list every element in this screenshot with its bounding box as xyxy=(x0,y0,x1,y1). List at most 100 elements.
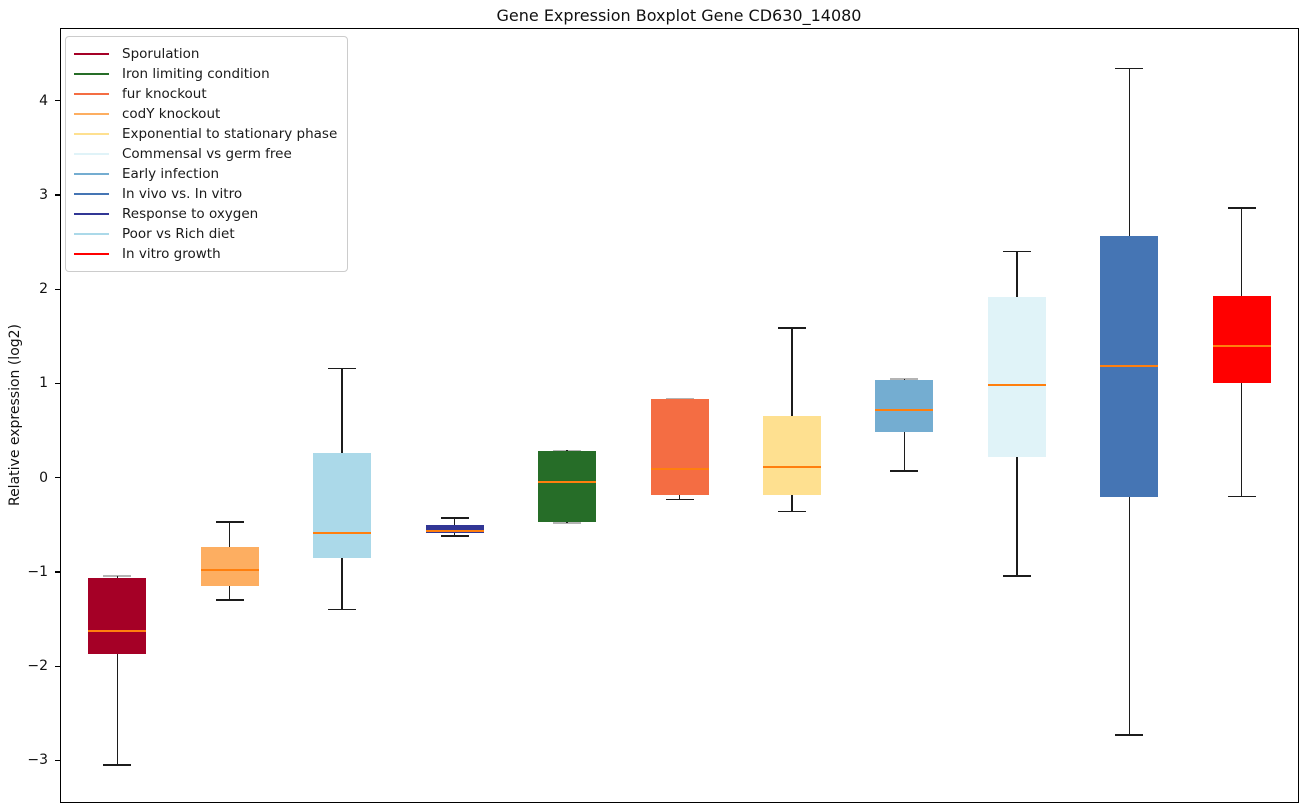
y-tick-mark xyxy=(55,571,60,573)
median-poor-vs-rich-diet xyxy=(313,532,372,535)
legend-label: Exponential to stationary phase xyxy=(122,126,338,142)
y-tick-label: 0 xyxy=(39,469,48,486)
y-tick-label: −2 xyxy=(27,658,48,675)
cap-lower-commensal-vs-germ-free xyxy=(1002,574,1031,577)
box-iron-limiting-condition xyxy=(538,451,597,522)
whisker-upper-commensal-vs-germ-free xyxy=(1016,251,1018,297)
legend-swatch xyxy=(74,72,109,76)
box-commensal-vs-germ-free xyxy=(987,296,1046,457)
legend-swatch xyxy=(74,132,109,136)
whisker-lower-early-infection xyxy=(903,432,906,472)
legend-item: Exponential to stationary phase xyxy=(74,124,337,144)
cap-lower-poor-vs-rich-diet xyxy=(328,608,357,611)
whisker-lower-exponential-to-stationary-phase xyxy=(791,494,793,512)
cap-lower-sporulation xyxy=(103,764,132,767)
whisker-lower-iron-limiting-condition xyxy=(566,522,568,523)
y-tick-label: 1 xyxy=(39,375,48,392)
y-tick-mark xyxy=(55,194,60,196)
whisker-lower-in-vivo-vs-in-vitro xyxy=(1128,496,1130,736)
median-iron-limiting-condition xyxy=(538,481,597,484)
legend-swatch xyxy=(74,152,109,156)
y-tick-label: 4 xyxy=(39,92,48,109)
cap-upper-cody-knockout xyxy=(215,521,244,523)
cap-upper-early-infection xyxy=(890,377,919,380)
legend-swatch xyxy=(74,192,109,196)
whisker-lower-poor-vs-rich-diet xyxy=(341,557,343,610)
legend-item: In vitro growth xyxy=(74,244,337,264)
y-tick-mark xyxy=(55,288,60,290)
box-exponential-to-stationary-phase xyxy=(762,416,821,495)
whisker-lower-cody-knockout xyxy=(229,586,231,601)
legend-label: Sporulation xyxy=(122,46,200,62)
cap-upper-exponential-to-stationary-phase xyxy=(777,327,806,329)
y-tick-label: −3 xyxy=(27,752,48,769)
legend-item: codY knockout xyxy=(74,104,337,124)
cap-upper-response-to-oxygen xyxy=(440,517,469,520)
cap-lower-fur-knockout xyxy=(665,498,694,501)
legend-swatch xyxy=(74,232,109,236)
whisker-upper-early-infection xyxy=(903,378,906,380)
legend-item: In vivo vs. In vitro xyxy=(74,184,337,204)
legend-item: Iron limiting condition xyxy=(74,64,337,84)
cap-upper-sporulation xyxy=(103,574,132,577)
legend-swatch xyxy=(74,252,109,256)
whisker-upper-poor-vs-rich-diet xyxy=(341,368,343,454)
median-exponential-to-stationary-phase xyxy=(762,466,821,469)
legend-item: fur knockout xyxy=(74,84,337,104)
legend-swatch xyxy=(74,52,109,56)
median-in-vivo-vs-in-vitro xyxy=(1100,365,1159,368)
median-early-infection xyxy=(875,408,934,411)
median-fur-knockout xyxy=(650,468,709,471)
cap-lower-cody-knockout xyxy=(215,599,244,602)
cap-lower-in-vitro-growth xyxy=(1227,495,1256,498)
legend-label: Early infection xyxy=(122,166,220,182)
whisker-lower-response-to-oxygen xyxy=(453,533,456,537)
legend-swatch xyxy=(74,112,109,116)
legend-label: Commensal vs germ free xyxy=(122,146,292,162)
legend-item: Commensal vs germ free xyxy=(74,144,337,164)
whisker-upper-cody-knockout xyxy=(229,522,231,547)
y-tick-mark xyxy=(55,100,60,102)
y-tick-label: −1 xyxy=(27,563,48,580)
whisker-upper-fur-knockout xyxy=(678,398,681,400)
whisker-upper-response-to-oxygen xyxy=(453,518,456,525)
cap-lower-response-to-oxygen xyxy=(440,535,469,537)
cap-upper-commensal-vs-germ-free xyxy=(1002,250,1031,253)
legend-swatch xyxy=(74,212,109,216)
y-tick-label: 2 xyxy=(39,281,48,298)
cap-upper-fur-knockout xyxy=(665,397,694,400)
whisker-lower-commensal-vs-germ-free xyxy=(1016,456,1018,576)
legend-item: Sporulation xyxy=(74,44,337,64)
whisker-upper-sporulation xyxy=(116,575,118,578)
y-tick-mark xyxy=(55,382,60,385)
cap-lower-iron-limiting-condition xyxy=(553,522,582,524)
whisker-lower-fur-knockout xyxy=(678,494,681,500)
whisker-upper-exponential-to-stationary-phase xyxy=(791,327,793,417)
legend-item: Response to oxygen xyxy=(74,204,337,224)
whisker-lower-sporulation xyxy=(116,653,118,766)
box-poor-vs-rich-diet xyxy=(313,453,372,558)
chart-title: Gene Expression Boxplot Gene CD630_14080 xyxy=(496,6,862,25)
box-early-infection xyxy=(875,379,934,433)
legend-label: fur knockout xyxy=(122,86,207,102)
legend-label: In vitro growth xyxy=(122,246,221,262)
legend-swatch xyxy=(74,172,109,176)
cap-upper-poor-vs-rich-diet xyxy=(328,367,357,370)
whisker-upper-in-vivo-vs-in-vitro xyxy=(1128,68,1130,237)
whisker-upper-iron-limiting-condition xyxy=(566,450,568,452)
legend-label: codY knockout xyxy=(122,106,221,122)
median-response-to-oxygen xyxy=(425,529,484,532)
cap-lower-exponential-to-stationary-phase xyxy=(777,510,806,513)
legend-label: Response to oxygen xyxy=(122,206,259,222)
median-sporulation xyxy=(88,630,147,633)
cap-lower-early-infection xyxy=(890,470,919,472)
legend-label: Poor vs Rich diet xyxy=(122,226,235,242)
median-commensal-vs-germ-free xyxy=(987,384,1046,387)
legend-item: Poor vs Rich diet xyxy=(74,224,337,244)
cap-upper-in-vitro-growth xyxy=(1227,207,1256,209)
legend-label: Iron limiting condition xyxy=(122,66,270,82)
legend-item: Early infection xyxy=(74,164,337,184)
median-cody-knockout xyxy=(200,569,259,572)
